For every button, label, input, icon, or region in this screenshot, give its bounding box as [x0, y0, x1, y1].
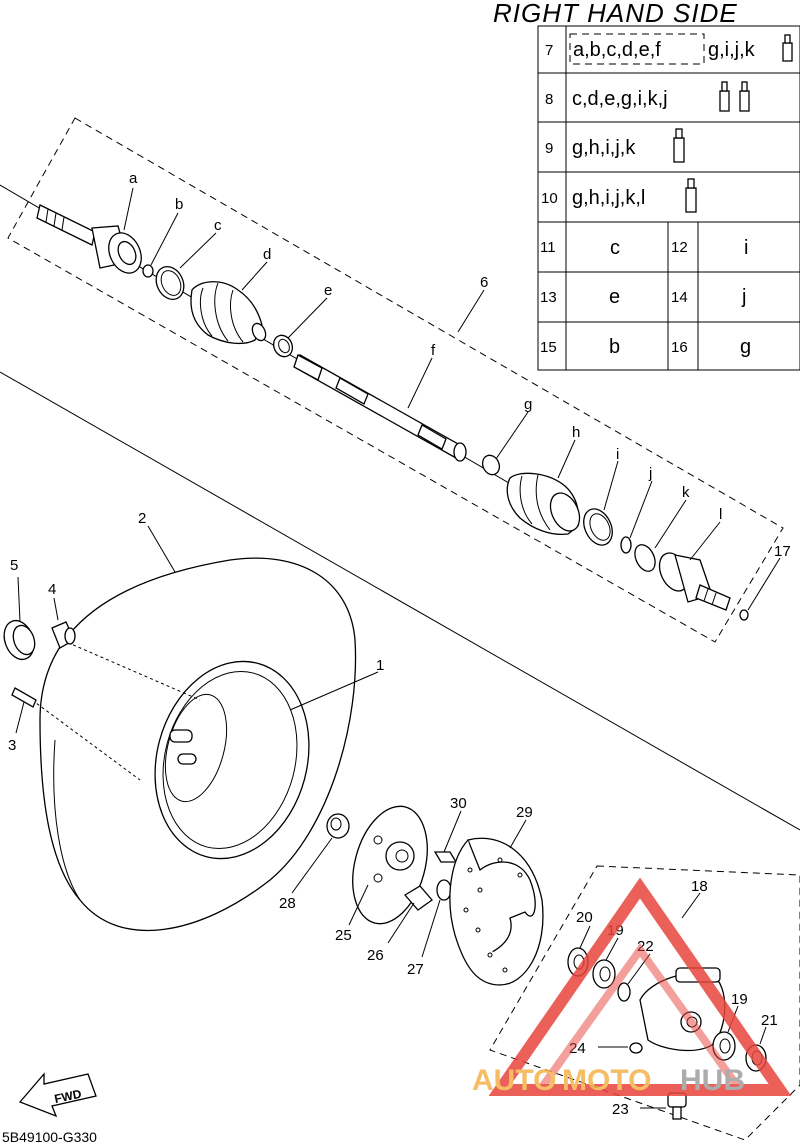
callout-a: a [129, 170, 138, 187]
table-row-num: 8 [545, 91, 553, 108]
parts-reference-table: 7 a,b,c,d,e,f g,i,j,k 8 c,d,e,g,i,k,j 9 … [537, 25, 800, 371]
table-pair-value: i [744, 237, 748, 259]
table-pair-num: 11 [540, 239, 556, 256]
callout-28: 28 [279, 895, 296, 912]
callout-d: d [263, 246, 271, 263]
callout-f: f [431, 342, 436, 359]
callout-i: i [616, 446, 619, 463]
callout-e: e [324, 282, 332, 299]
callout-25: 25 [335, 927, 352, 944]
callout-2: 2 [138, 510, 146, 527]
circlip-24 [629, 1042, 643, 1054]
table-pair-value: e [609, 286, 620, 308]
circlip-22 [617, 982, 631, 1002]
table-row-parts: c,d,e,g,i,k,j [572, 88, 668, 110]
table-row-num: 9 [545, 140, 553, 157]
boot-band-i [583, 508, 613, 546]
fwd-label: FWD [53, 1087, 83, 1106]
diagram-title: RIGHT HAND SIDE [493, 0, 738, 28]
table-pair-num: 13 [540, 289, 557, 306]
wheel-cap-5 [3, 619, 36, 661]
table-pair-num: 16 [671, 339, 688, 356]
table-row-num: 10 [541, 190, 558, 207]
automotohub-logo: AUTO MOTO HUB [472, 877, 792, 1097]
cv-joint-outer-a [36, 204, 142, 274]
grease-tube-icon [719, 81, 730, 112]
drive-shaft-group-box [7, 117, 784, 643]
diagram-code: 5B49100-G330 [2, 1129, 97, 1144]
boot-band-c [155, 265, 185, 301]
table-pair-value: b [609, 336, 620, 358]
logo-auto: AUTO [472, 1064, 556, 1097]
wheel-nut-4 [51, 621, 76, 649]
callout-h: h [572, 424, 580, 441]
fwd-arrow-icon: FWD [18, 1072, 97, 1118]
callout-27: 27 [407, 961, 424, 978]
drive-shaft-f [293, 354, 467, 462]
grease-tube-icon [673, 128, 685, 163]
callout-4: 4 [48, 581, 56, 598]
callout-b: b [175, 196, 183, 213]
table-pair-num: 14 [671, 289, 688, 306]
grease-tube-icon [739, 81, 750, 112]
table-pair-value: g [740, 336, 751, 358]
table-pair-value: j [741, 286, 746, 308]
cv-boot-h [506, 472, 581, 536]
logo-hub: HUB [680, 1064, 745, 1097]
valve-stem-3 [11, 687, 37, 708]
callout-3: 3 [8, 737, 16, 754]
grease-tube-icon [685, 178, 697, 213]
callout-c: c [214, 217, 222, 234]
callout-26: 26 [367, 947, 384, 964]
table-row-extra: g,i,j,k [708, 39, 756, 61]
circlip-b [142, 264, 154, 278]
callout-17: 17 [774, 543, 791, 560]
callout-g: g [524, 396, 532, 413]
callout-30: 30 [450, 795, 467, 812]
bolt-30 [433, 851, 458, 863]
callout-19: 19 [731, 991, 748, 1008]
table-pair-num: 15 [540, 339, 557, 356]
callout-5: 5 [10, 557, 18, 574]
bearing-19 [592, 959, 616, 989]
wheel-rim-1 [154, 660, 310, 860]
callout-1: 1 [376, 657, 384, 674]
circlip-k [634, 544, 656, 572]
grease-tube-icon [782, 34, 793, 62]
logo-moto: MOTO [562, 1064, 651, 1097]
boot-band-g [481, 454, 501, 476]
boot-band-e [272, 334, 294, 358]
callout-l: l [719, 506, 722, 523]
circlip-17 [739, 609, 749, 621]
table-row-parts: g,h,i,j,k [572, 137, 636, 159]
callout-20: 20 [576, 909, 593, 926]
brake-disc-29 [449, 837, 544, 986]
callout-k: k [682, 484, 690, 501]
table-pair-num: 12 [671, 239, 688, 256]
table-pair-value: c [610, 237, 620, 259]
bolt-26 [404, 885, 433, 911]
callout-j: j [648, 465, 652, 482]
callout-21: 21 [761, 1012, 778, 1029]
cv-boot-d [190, 281, 267, 345]
callout-6: 6 [480, 274, 488, 291]
callout-23: 23 [612, 1101, 629, 1118]
table-row-num: 7 [545, 42, 553, 59]
callout-18: 18 [691, 878, 708, 895]
table-row-parts: g,h,i,j,k,l [572, 187, 645, 209]
knuckle-group-box [489, 865, 800, 1141]
collar-28 [326, 813, 350, 839]
callout-29: 29 [516, 804, 533, 821]
o-ring-27 [436, 879, 452, 901]
circlip-j [620, 536, 632, 554]
table-row-parts: a,b,c,d,e,f [573, 39, 661, 61]
